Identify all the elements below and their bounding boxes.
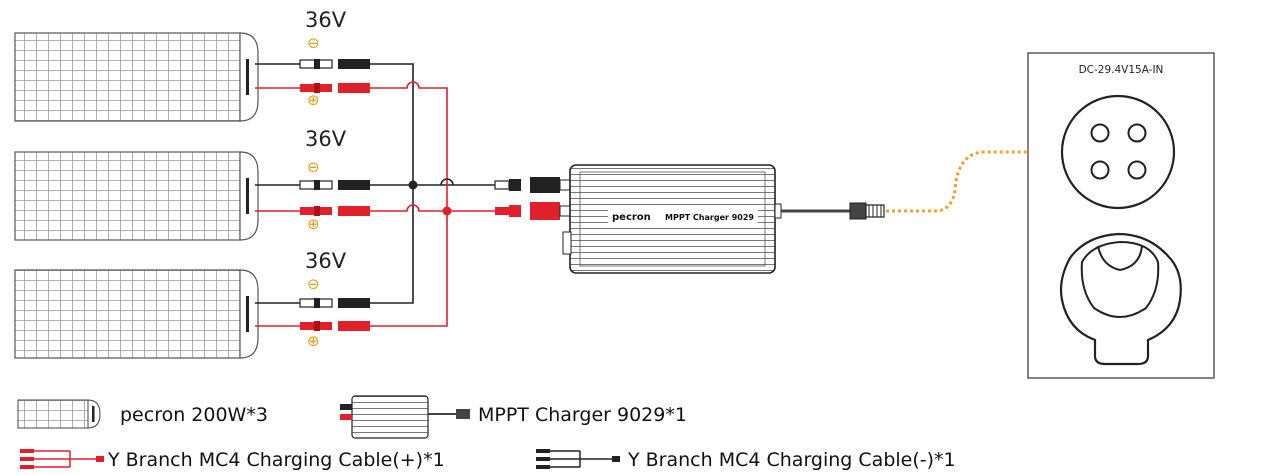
legend-positive-cable-icon: [20, 449, 104, 469]
negative-terminal-icon: ⊖: [307, 158, 320, 176]
junction-box: [246, 296, 249, 332]
solar-panel: [14, 269, 259, 359]
solar-panel: [14, 32, 259, 122]
negative-terminal-icon: ⊖: [307, 34, 320, 52]
port-label: DC-29.4V15A-IN: [1079, 64, 1164, 76]
negative-wiring: [255, 63, 495, 304]
mc4-connector-positive: [300, 83, 370, 93]
legend-negative-cable-text: Y Branch MC4 Charging Cable(-)*1: [627, 449, 956, 471]
charger-input-positive-connector: [495, 202, 571, 220]
mc4-connectors: [299, 59, 370, 331]
voltage-label: 36V: [305, 249, 347, 273]
solar-panel: [14, 151, 259, 241]
mc4-connector-negative: [299, 180, 370, 190]
legend-panel-icon: [17, 399, 101, 429]
connection-arrow: [886, 150, 1030, 213]
legend-charger-text: MPPT Charger 9029*1: [478, 404, 687, 426]
solar-panels: 36V ⊖ ⊕ 36V ⊖ ⊕ 36V ⊖ ⊕: [14, 8, 347, 359]
junction-box: [246, 59, 249, 95]
junction-box: [246, 178, 249, 214]
mc4-connector-positive: [300, 206, 370, 216]
mc4-connector-negative: [299, 298, 370, 308]
charger-output-plug: [849, 202, 885, 220]
mppt-charger: pecron MPPT Charger 9029: [494, 140, 1056, 274]
legend-negative-cable-icon: [536, 449, 620, 469]
positive-terminal-icon: ⊕: [307, 91, 320, 109]
mc4-connector-negative: [299, 59, 370, 69]
charger-input-negative-connector: [494, 177, 571, 193]
legend-panel-text: pecron 200W*3: [120, 404, 268, 426]
legend-positive-cable-text: Y Branch MC4 Charging Cable(+)*1: [107, 449, 445, 471]
negative-terminal-icon: ⊖: [307, 275, 320, 293]
charger-brand: pecron: [612, 212, 651, 223]
positive-terminal-icon: ⊕: [307, 215, 320, 233]
charger-model: MPPT Charger 9029: [665, 213, 754, 222]
voltage-label: 36V: [305, 127, 347, 151]
voltage-label: 36V: [305, 8, 347, 32]
positive-junction: [442, 206, 452, 216]
dc-input-port-panel: DC-29.4V15A-IN: [1027, 52, 1215, 379]
legend: pecron 200W*3 MPPT Charger 9029*1 Y Bran…: [17, 395, 956, 471]
positive-terminal-icon: ⊕: [307, 332, 320, 350]
legend-charger-icon: [340, 395, 470, 439]
mc4-connector-positive: [300, 321, 370, 331]
negative-junction: [408, 180, 418, 190]
positive-wiring: [255, 81, 495, 327]
